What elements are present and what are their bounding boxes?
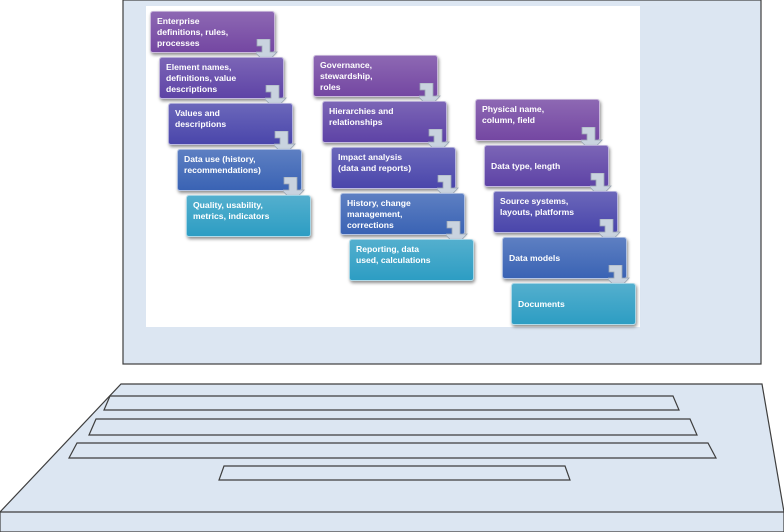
process-step: Governance, stewardship, roles [313, 55, 438, 97]
process-step: Hierarchies and relationships [322, 101, 447, 143]
process-step: Enterprise definitions, rules, processes [150, 11, 275, 53]
process-step: Quality, usability, metrics, indicators [186, 195, 311, 237]
process-step: Reporting, data used, calculations [349, 239, 474, 281]
keyboard-row-2 [88, 418, 698, 436]
process-step: Documents [511, 283, 636, 325]
keyboard-row-3 [68, 442, 717, 459]
process-step: Values and descriptions [168, 103, 293, 145]
process-step: Data models [502, 237, 627, 279]
process-step: Impact analysis (data and reports) [331, 147, 456, 189]
touchpad [218, 465, 571, 481]
process-step: Physical name, column, field [475, 99, 600, 141]
process-step: Data type, length [484, 145, 609, 187]
keyboard-row-1 [103, 395, 680, 411]
process-step: Source systems, layouts, platforms [493, 191, 618, 233]
process-step: History, change management, corrections [340, 193, 465, 235]
process-step: Data use (history, recommendations) [177, 149, 302, 191]
process-step: Element names, definitions, value descri… [159, 57, 284, 99]
